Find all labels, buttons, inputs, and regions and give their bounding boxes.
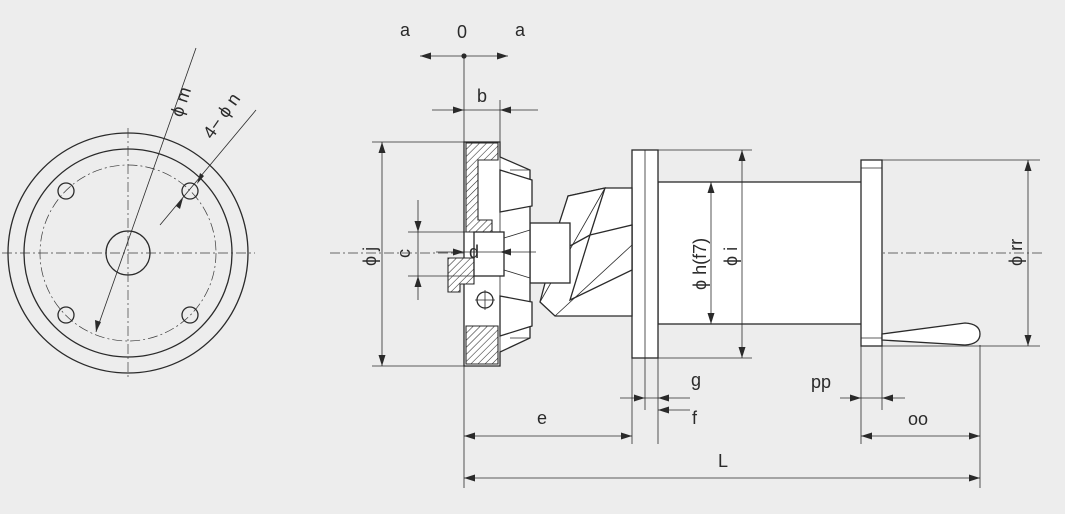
phi-m-dimension-line (95, 47, 197, 333)
g-label: g (691, 370, 701, 390)
phi-n-arrow (176, 198, 183, 209)
b-label: b (477, 86, 487, 106)
bore-line-2 (503, 269, 531, 279)
c-arrow-top (414, 221, 422, 232)
a-right-label: a (515, 20, 526, 40)
chuck-bore-center (473, 231, 505, 277)
c-arrow-bottom (414, 276, 422, 287)
rr-arrow-bottom (1024, 335, 1032, 346)
phi-i-label: ϕ i (721, 247, 741, 266)
e-arrow-left (464, 432, 475, 440)
pp-arrow-right (882, 394, 893, 402)
h-arrow-bottom (707, 313, 715, 324)
b-arrow-right (500, 106, 511, 114)
i-arrow-top (738, 150, 746, 161)
phi-j-label: ϕ j (360, 247, 380, 266)
L-arrow-left (464, 474, 475, 482)
phi-m-arrow (95, 320, 101, 332)
oo-arrow-left (861, 432, 872, 440)
e-label: e (537, 408, 547, 428)
phi-m-label: ϕ m (167, 84, 195, 119)
body-cylinder (657, 181, 863, 325)
g-arrow-left (634, 394, 645, 402)
phi-n-arrow-2 (197, 173, 204, 184)
a-left-label: a (400, 20, 411, 40)
a-arrow-right (497, 52, 508, 60)
d-label: d (469, 242, 479, 262)
bore-line (503, 229, 531, 239)
L-arrow-right (969, 474, 980, 482)
side-view: a 0 a b ϕ j c d ϕ h(f7) (330, 20, 1045, 488)
front-view: ϕ m 4− ϕ n (2, 47, 257, 378)
rear-cap (860, 159, 883, 347)
d-arrow-right (500, 248, 511, 256)
j-arrow-bottom (378, 355, 386, 366)
a-arrow-left (420, 52, 431, 60)
bolt-hole-top-left (57, 182, 75, 200)
oo-arrow-right (969, 432, 980, 440)
shaft-neck (529, 222, 571, 284)
h-arrow-top (707, 182, 715, 193)
d-arrow-left (453, 248, 464, 256)
i-arrow-bottom (738, 347, 746, 358)
oo-label: oo (908, 409, 928, 429)
f-arrow-right (658, 406, 669, 414)
rr-arrow-top (1024, 160, 1032, 171)
e-arrow-right (621, 432, 632, 440)
f-label: f (692, 408, 698, 428)
zero-label: 0 (457, 22, 467, 42)
j-arrow-top (378, 142, 386, 153)
bolt-hole-top-right (181, 182, 199, 200)
bolt-hole-bottom-right (181, 306, 199, 324)
c-label: c (394, 249, 414, 258)
L-label: L (718, 451, 728, 471)
phi-n-leader (159, 109, 257, 226)
pp-label: pp (811, 372, 831, 392)
hatched-section-bottom (465, 325, 499, 365)
thread-helix-2 (568, 224, 633, 302)
bolt-hole-bottom-left (57, 306, 75, 324)
thread-line-2 (554, 244, 633, 317)
g-arrow-right (658, 394, 669, 402)
pp-arrow-left (850, 394, 861, 402)
phi-n-label: 4− ϕ n (199, 89, 244, 142)
phi-rr-label: ϕ rr (1006, 239, 1026, 266)
b-arrow-left (453, 106, 464, 114)
phi-h-label: ϕ h(f7) (690, 238, 710, 290)
handle (881, 322, 981, 346)
